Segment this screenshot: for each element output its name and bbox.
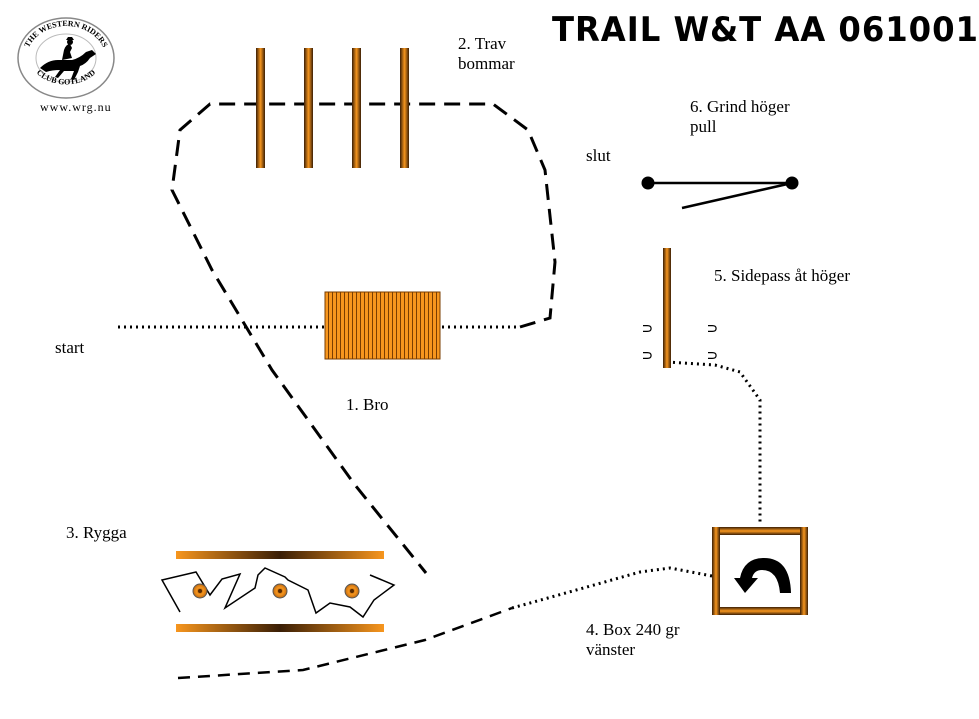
horse-rider-icon [40, 37, 96, 80]
label-grind: 6. Grind höger pull [690, 97, 790, 136]
sidepass-obstacle: ∩ ∩ ∩ ∩ [639, 248, 722, 368]
label-sidepass: 5. Sidepass åt höger [714, 266, 850, 285]
label-start: start [55, 338, 85, 357]
trot-poles [256, 48, 409, 168]
box-obstacle [712, 527, 808, 615]
hoofprint-mark: ∩ [639, 350, 657, 361]
hoofprint-mark: ∩ [704, 323, 722, 334]
backup-obstacle [160, 551, 396, 632]
lower-dotted-path [511, 566, 713, 610]
course-path [118, 102, 762, 680]
trail-course-diagram: THE WESTERN RIDERS CLUB GOTLAND [17, 17, 808, 680]
gate-obstacle [641, 176, 799, 210]
main-dashed-path [170, 102, 557, 574]
logo-url: www.wrg.nu [40, 100, 112, 114]
label-slut: slut [586, 146, 611, 165]
lower-dashed-path [177, 606, 513, 680]
page-title: TRAIL W&T AA 061001 [552, 10, 979, 50]
zigzag-obstacle [160, 567, 396, 619]
club-logo: THE WESTERN RIDERS CLUB GOTLAND [17, 17, 115, 99]
rotate-left-arrow-icon [734, 558, 791, 593]
label-trav: 2. Trav bommar [458, 34, 515, 73]
label-bro: 1. Bro [346, 395, 389, 414]
label-rygga: 3. Rygga [66, 523, 127, 542]
bridge-obstacle [324, 291, 441, 360]
hoofprint-mark: ∩ [639, 323, 657, 334]
label-box: 4. Box 240 gr vänster [586, 620, 680, 659]
hoofprint-mark: ∩ [704, 350, 722, 361]
upper-dotted-path [666, 360, 762, 522]
